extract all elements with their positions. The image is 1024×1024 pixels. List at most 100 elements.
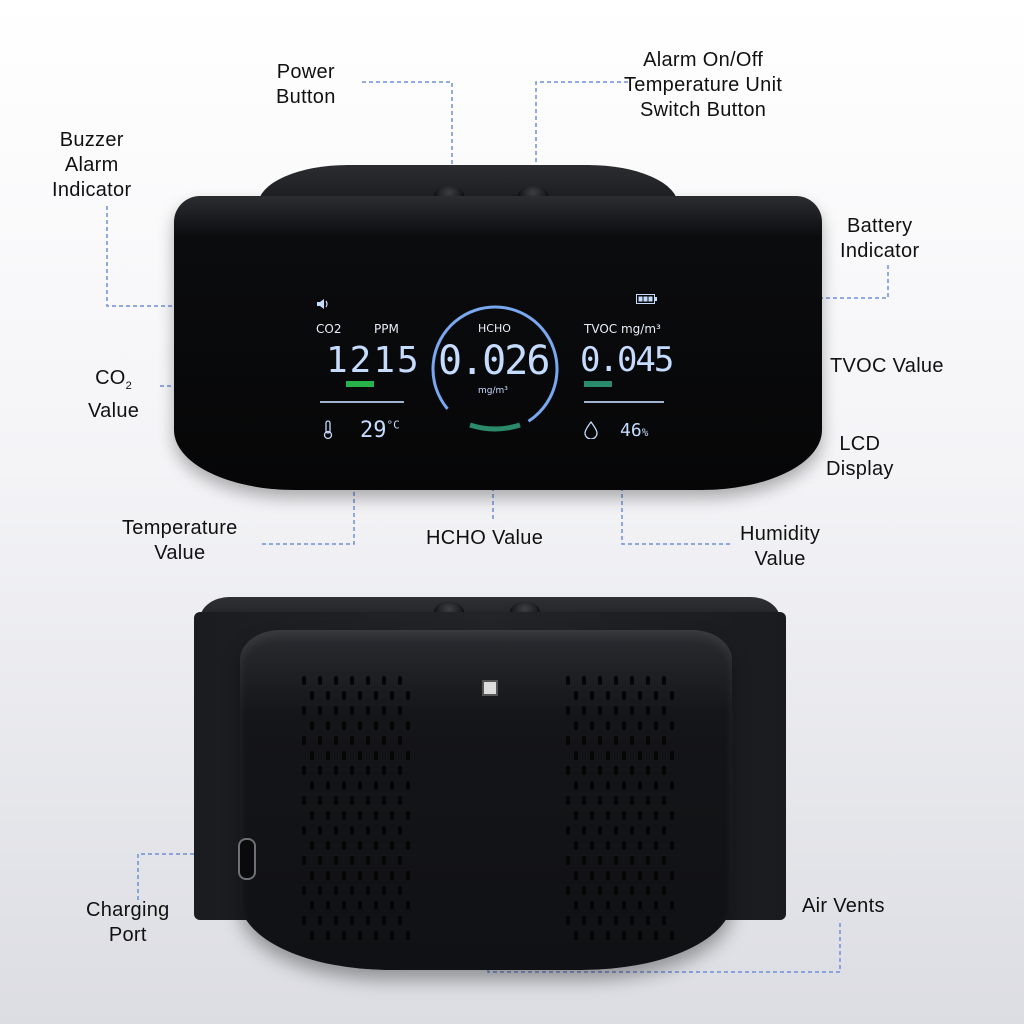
co2-value: 1215 — [326, 340, 421, 381]
vent-slot — [654, 721, 658, 730]
thermometer-icon — [323, 420, 333, 440]
vent-slot — [326, 721, 330, 730]
humidity-value: 46% — [620, 420, 648, 441]
vent-slot — [334, 856, 338, 865]
vent-slot — [574, 871, 578, 880]
vent-slot — [630, 766, 634, 775]
vent-slot — [390, 931, 394, 940]
vent-slot — [366, 766, 370, 775]
vent-slot — [582, 916, 586, 925]
vent-slot — [590, 901, 594, 910]
vent-slot — [590, 811, 594, 820]
vent-slot — [662, 736, 666, 745]
vent-slot — [598, 886, 602, 895]
vent-slot — [574, 691, 578, 700]
vent-slot — [638, 871, 642, 880]
vent-slot — [350, 766, 354, 775]
vent-slot — [566, 826, 570, 835]
label-charging-line1: Charging — [86, 899, 170, 921]
vent-slot — [670, 751, 674, 760]
vent-slot — [374, 811, 378, 820]
vent-slot — [646, 676, 650, 685]
vent-slot — [566, 886, 570, 895]
vent-slot — [342, 691, 346, 700]
vent-slot — [382, 886, 386, 895]
vent-slot — [382, 736, 386, 745]
vent-slot — [654, 691, 658, 700]
vent-slot — [302, 826, 306, 835]
vent-slot — [302, 676, 306, 685]
vent-slot — [358, 841, 362, 850]
vent-slot — [606, 871, 610, 880]
vent-slot — [350, 796, 354, 805]
vent-slot — [334, 766, 338, 775]
vent-slot — [630, 826, 634, 835]
vent-slot — [590, 751, 594, 760]
label-battery-line2: Indicator — [840, 240, 920, 262]
vent-slot — [334, 886, 338, 895]
vent-slot — [374, 931, 378, 940]
vent-slot — [630, 796, 634, 805]
vent-slot — [398, 826, 402, 835]
vent-slot — [390, 841, 394, 850]
vent-slot — [646, 736, 650, 745]
vent-slot — [638, 931, 642, 940]
vent-slot — [654, 931, 658, 940]
vent-slot — [662, 706, 666, 715]
vent-slot — [398, 736, 402, 745]
vent-slot — [574, 841, 578, 850]
vent-slot — [374, 901, 378, 910]
vent-slot — [374, 871, 378, 880]
vent-slot — [566, 736, 570, 745]
hcho-gauge — [431, 305, 559, 433]
vent-slot — [350, 706, 354, 715]
vent-slot — [654, 811, 658, 820]
vent-slot — [574, 931, 578, 940]
label-lcd-line2: Display — [826, 458, 894, 480]
vent-slot — [366, 856, 370, 865]
vent-slot — [326, 871, 330, 880]
usb-c-port-icon[interactable] — [238, 838, 256, 880]
vent-slot — [662, 856, 666, 865]
vent-slot — [382, 766, 386, 775]
vent-slot — [318, 676, 322, 685]
vent-slot — [630, 856, 634, 865]
vent-slot — [654, 781, 658, 790]
vent-slot — [646, 826, 650, 835]
vent-slot — [358, 691, 362, 700]
vent-slot — [646, 706, 650, 715]
vent-slot — [406, 871, 410, 880]
vent-slot — [606, 781, 610, 790]
air-vents-right — [566, 676, 674, 940]
vent-slot — [614, 856, 618, 865]
vent-slot — [302, 916, 306, 925]
front-device-body — [174, 196, 822, 490]
hcho-unit: mg/m³ — [478, 386, 508, 396]
vent-slot — [574, 751, 578, 760]
air-vents-left — [302, 676, 410, 940]
vent-slot — [638, 811, 642, 820]
vent-slot — [662, 826, 666, 835]
vent-slot — [598, 796, 602, 805]
label-buzzer-line2: Alarm — [64, 154, 119, 176]
vent-slot — [630, 706, 634, 715]
vent-slot — [318, 826, 322, 835]
vent-slot — [374, 841, 378, 850]
vent-slot — [358, 811, 362, 820]
vent-slot — [366, 826, 370, 835]
vent-slot — [334, 826, 338, 835]
label-buzzer-line1: Buzzer — [59, 129, 124, 151]
label-alarm-switch: Alarm On/Off Temperature Unit Switch But… — [624, 48, 782, 123]
label-buzzer: Buzzer Alarm Indicator — [52, 128, 131, 203]
label-co2: CO2 Value — [88, 366, 139, 424]
vent-slot — [302, 796, 306, 805]
vent-slot — [614, 676, 618, 685]
vent-slot — [406, 931, 410, 940]
vent-slot — [630, 736, 634, 745]
vent-slot — [598, 706, 602, 715]
lcd-display: CO2 PPM 1215 29°C HCHO 0.026 mg/m³ TVOC … — [300, 290, 700, 450]
co2-label: CO2 — [316, 322, 342, 336]
vent-slot — [670, 781, 674, 790]
vent-slot — [382, 706, 386, 715]
vent-slot — [614, 736, 618, 745]
